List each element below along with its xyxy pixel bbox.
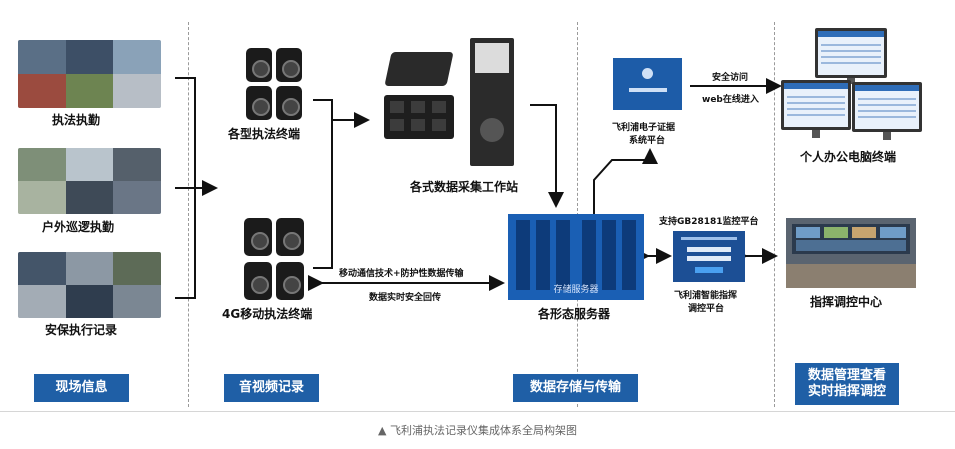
command-platform-screen xyxy=(673,231,745,282)
category-management-line1: 数据管理查看 xyxy=(807,368,886,383)
photo-outdoor-patrol xyxy=(18,148,161,214)
label-transmission-tech: 移动通信技术+防护性数据传输 xyxy=(339,269,464,279)
camera-icon xyxy=(276,262,304,300)
label-command-center: 指挥调控中心 xyxy=(810,295,883,309)
label-web-access: web在线进入 xyxy=(702,95,759,105)
camera-icon xyxy=(276,218,304,256)
category-av-record: 音视频记录 xyxy=(224,374,319,402)
label-secure-access: 安全访问 xyxy=(712,73,749,83)
monitor-icon xyxy=(815,28,887,78)
terminal-bracket xyxy=(313,99,333,269)
label-transmission-realtime: 数据实时安全回传 xyxy=(369,293,442,303)
category-management-line2: 实时指挥调控 xyxy=(807,384,886,399)
label-server: 各形态服务器 xyxy=(538,307,611,321)
label-gb-support: 支持GB28181监控平台 xyxy=(659,217,759,227)
photo-security-record xyxy=(18,252,161,318)
server-image: 存储服务器 xyxy=(508,214,644,300)
arrow-workstation-server xyxy=(530,104,564,208)
category-storage-transfer: 数据存储与传输 xyxy=(513,374,638,402)
label-office-pc: 个人办公电脑终端 xyxy=(800,150,897,164)
label-field-enforcement: 执法执勤 xyxy=(52,113,101,127)
divider-1 xyxy=(188,22,189,407)
caption-divider xyxy=(0,411,955,412)
monitor-icon xyxy=(852,82,922,132)
command-center-image xyxy=(786,218,916,288)
camera-icon xyxy=(244,262,272,300)
figure-caption: ▲ 飞利浦执法记录仪集成体系全局构架图 xyxy=(378,424,577,437)
platform-screen xyxy=(613,58,682,110)
camera-icon xyxy=(244,218,272,256)
arrow-server-platform xyxy=(593,148,658,215)
label-platform-line1: 飞利浦电子证据 xyxy=(612,123,676,133)
label-command-line2: 调控平台 xyxy=(688,304,725,314)
label-platform-line2: 系统平台 xyxy=(629,136,666,146)
label-command-line1: 飞利浦智能指挥 xyxy=(674,291,738,301)
camera-icon xyxy=(246,86,272,120)
camera-icon xyxy=(246,48,272,82)
category-field-info: 现场信息 xyxy=(34,374,129,402)
label-4g-terminal: 4G移动执法终端 xyxy=(222,307,313,321)
camera-icon xyxy=(276,86,302,120)
camera-icon xyxy=(276,48,302,82)
photo-field-enforcement xyxy=(18,40,161,108)
divider-3 xyxy=(774,22,775,407)
label-workstation: 各式数据采集工作站 xyxy=(410,180,519,194)
category-management: 数据管理查看 实时指挥调控 xyxy=(795,363,899,405)
server-screen-text: 存储服务器 xyxy=(553,285,599,295)
monitor-icon xyxy=(781,80,851,130)
label-security-record: 安保执行记录 xyxy=(45,323,118,337)
label-outdoor-patrol: 户外巡逻执勤 xyxy=(42,220,115,234)
label-various-terminals: 各型执法终端 xyxy=(228,127,301,141)
